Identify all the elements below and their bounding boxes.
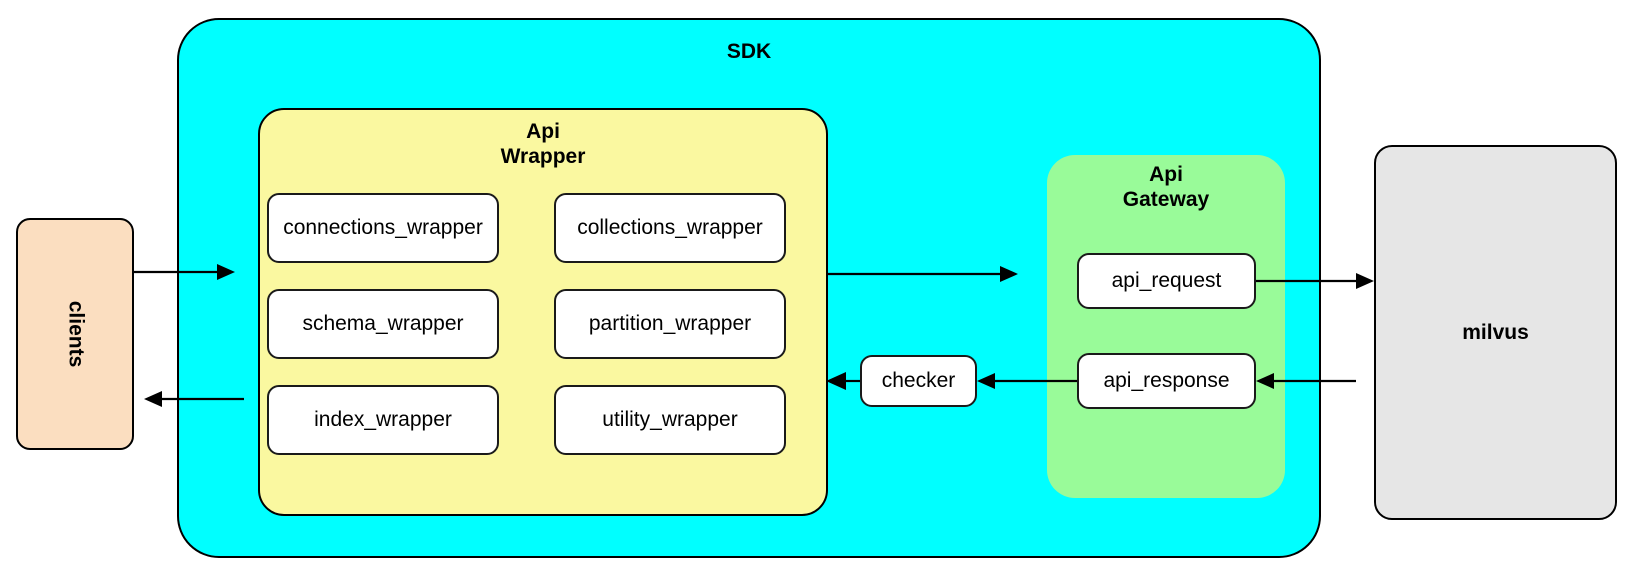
module-schema-wrapper-label: schema_wrapper: [302, 312, 464, 335]
arrow-head-right: [1356, 273, 1374, 289]
container-sdk-label: SDK: [726, 40, 772, 63]
node-checker[interactable]: checker: [860, 355, 977, 407]
module-utility-wrapper-label: utility_wrapper: [602, 408, 738, 431]
module-partition-wrapper-label: partition_wrapper: [588, 312, 752, 335]
module-api-response-label: api_response: [1103, 369, 1230, 392]
module-api-request-label: api_request: [1111, 269, 1222, 292]
node-checker-label: checker: [881, 369, 956, 392]
node-clients-label: clients: [64, 300, 87, 368]
module-schema-wrapper[interactable]: schema_wrapper: [267, 289, 499, 359]
module-utility-wrapper[interactable]: utility_wrapper: [554, 385, 786, 455]
module-connections-wrapper-label: connections_wrapper: [283, 216, 483, 239]
module-api-response[interactable]: api_response: [1077, 353, 1256, 409]
module-connections-wrapper[interactable]: connections_wrapper: [267, 193, 499, 263]
container-api-wrapper-label: Api Wrapper: [500, 120, 586, 168]
module-partition-wrapper[interactable]: partition_wrapper: [554, 289, 786, 359]
module-collections-wrapper[interactable]: collections_wrapper: [554, 193, 786, 263]
module-api-request[interactable]: api_request: [1077, 253, 1256, 309]
module-index-wrapper-label: index_wrapper: [314, 408, 452, 431]
node-milvus-label: milvus: [1462, 320, 1529, 344]
arrow-head-left: [144, 391, 162, 407]
node-milvus[interactable]: milvus: [1374, 145, 1617, 520]
module-collections-wrapper-label: collections_wrapper: [577, 216, 763, 239]
module-index-wrapper[interactable]: index_wrapper: [267, 385, 499, 455]
container-api-gateway-label: Api Gateway: [1122, 163, 1210, 211]
node-clients[interactable]: clients: [16, 218, 134, 450]
container-api-gateway[interactable]: Api Gateway: [1047, 155, 1285, 498]
